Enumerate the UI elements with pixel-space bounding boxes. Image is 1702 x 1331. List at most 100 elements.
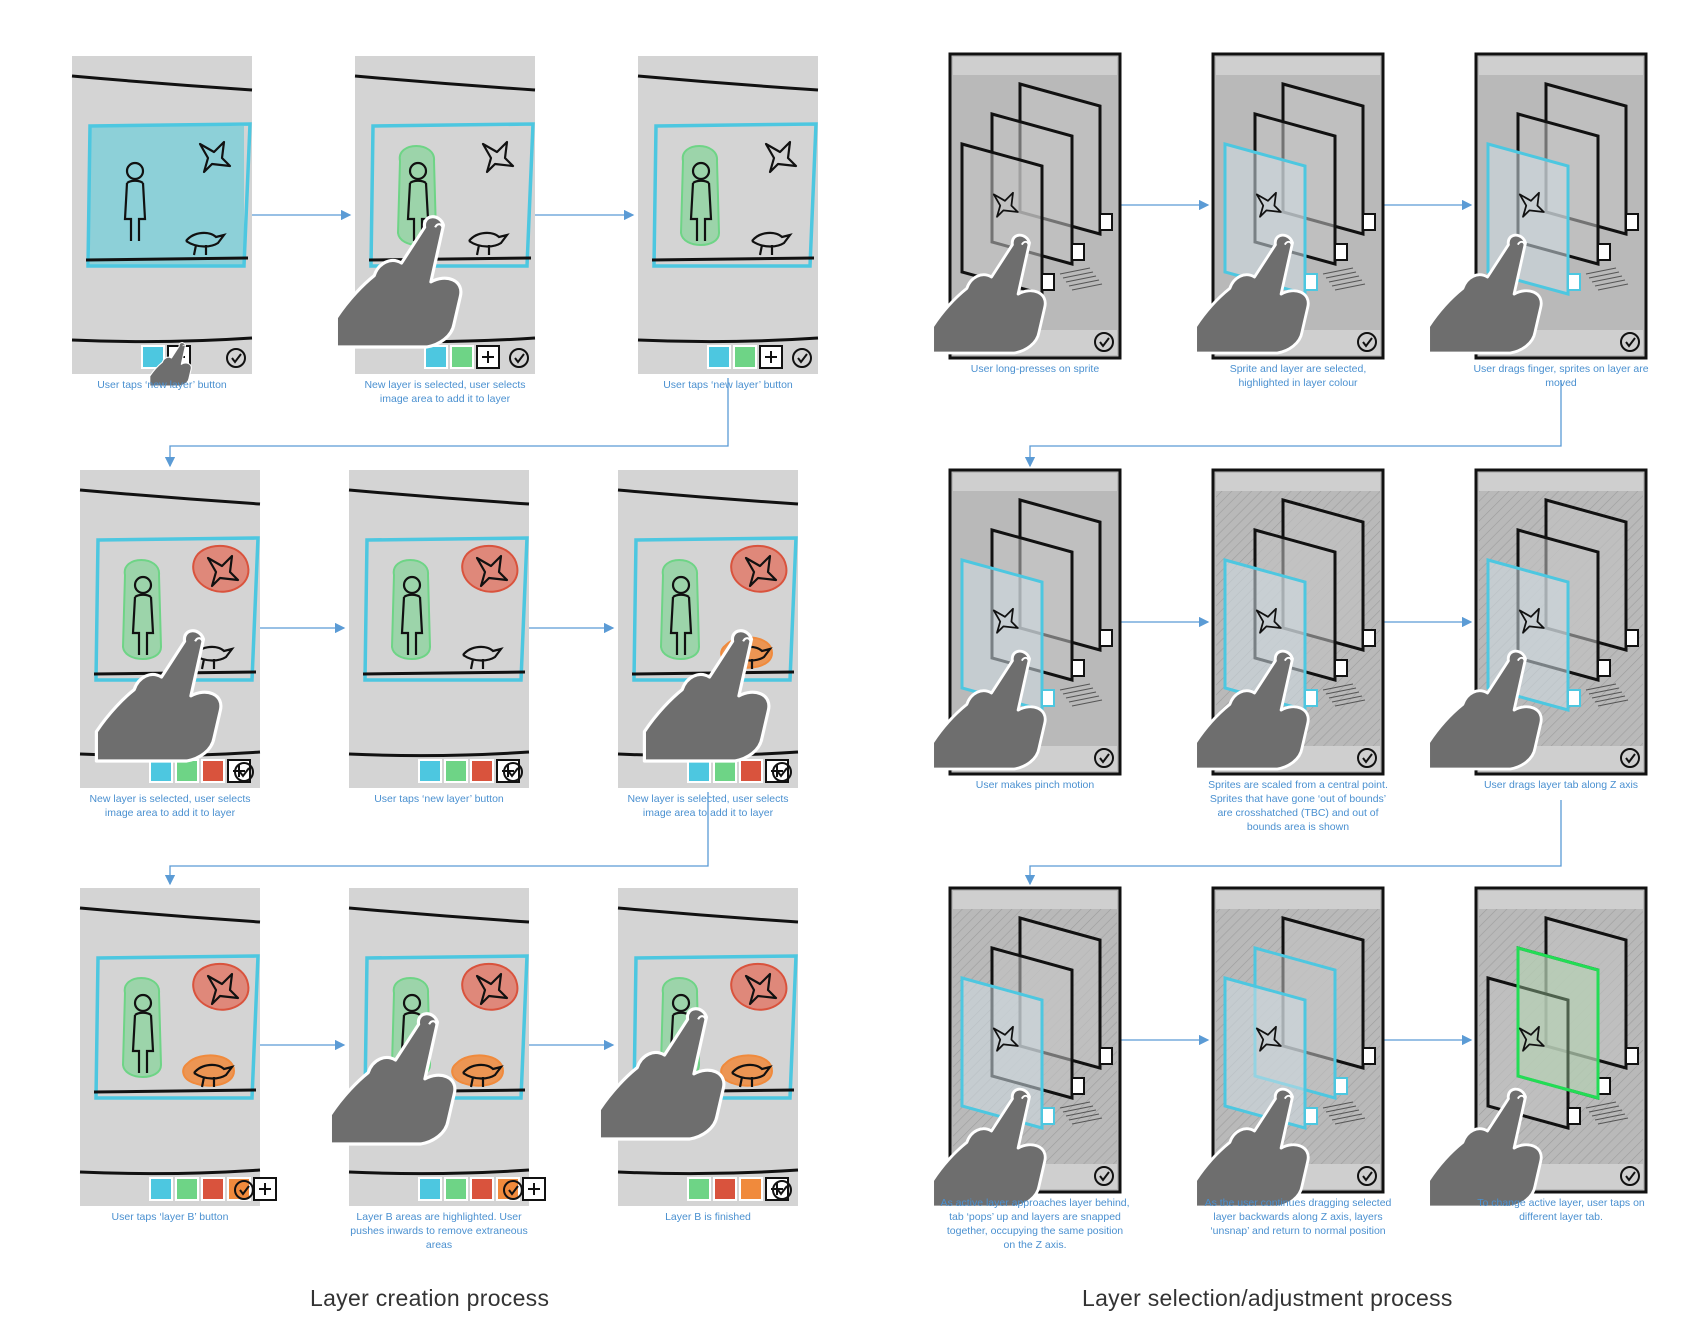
creation-caption-5: User taps ‘new layer’ button — [374, 793, 504, 805]
creation-section-title: Layer creation process — [310, 1285, 550, 1311]
layer-tabs — [149, 1177, 277, 1201]
bird-sprite — [1518, 191, 1545, 218]
layer-tab-handle — [1041, 273, 1055, 291]
bird-sprite — [192, 545, 250, 593]
bird-sprite — [1255, 191, 1282, 218]
layer-tab-handle — [1041, 1107, 1055, 1125]
check-circle-icon — [1094, 748, 1114, 768]
creation-frame-5 — [348, 470, 530, 788]
creation-caption-9: Layer B is finished — [665, 1211, 751, 1223]
layer-tab-handle — [1362, 213, 1376, 231]
image-frame — [94, 536, 260, 682]
bird-sprite — [992, 1025, 1019, 1052]
layer-tab-handle — [1597, 1077, 1611, 1095]
layer-tab — [424, 345, 448, 369]
duck-sprite — [751, 231, 793, 256]
phone-screen — [349, 888, 529, 1206]
flow-arrow — [1024, 800, 1562, 886]
layer-tab — [418, 759, 442, 783]
layer-plane — [1486, 976, 1570, 1130]
image-frame — [363, 536, 529, 682]
duck-sprite — [185, 231, 227, 256]
layer-tab — [444, 759, 468, 783]
person-sprite — [121, 559, 163, 660]
selection-section-title: Layer selection/adjustment process — [1082, 1285, 1453, 1311]
check-circle-icon — [1357, 1166, 1377, 1186]
check-circle-icon — [1620, 748, 1640, 768]
pointing-hand-icon — [1194, 233, 1310, 355]
selection-caption-7: As active layer approaches layer behind,… — [940, 1197, 1130, 1251]
duck-sprite — [720, 1054, 774, 1088]
pointing-hand-icon — [931, 649, 1047, 771]
layer-tab-handle — [1362, 629, 1376, 647]
pointing-hand-icon — [597, 1007, 726, 1141]
layer-tab — [418, 1177, 442, 1201]
layer-tab — [201, 1177, 225, 1201]
layer-tab — [149, 759, 173, 783]
check-circle-icon — [792, 348, 812, 368]
bird-sprite — [730, 963, 788, 1011]
layer-tab-handle — [1597, 659, 1611, 677]
selection-frame-9 — [1427, 886, 1648, 1209]
layer-tab-handle — [1625, 629, 1639, 647]
bird-sprite — [1518, 1025, 1545, 1052]
selection-caption-8: As the user continues dragging selected … — [1204, 1197, 1392, 1237]
pointing-hand-icon — [1194, 649, 1310, 771]
creation-frame-6 — [617, 470, 799, 788]
layer-tabs — [149, 759, 251, 783]
bird-sprite — [192, 963, 250, 1011]
pointing-hand-icon — [931, 1087, 1047, 1209]
creation-frame-8 — [328, 888, 546, 1206]
flow-arrow — [164, 378, 729, 468]
flow-arrow — [164, 792, 709, 886]
creation-frames — [71, 56, 819, 1206]
layer-tab-handle — [1362, 1047, 1376, 1065]
layer-tab-handle — [1304, 273, 1318, 291]
image-frame — [94, 954, 260, 1100]
phone-screen — [618, 888, 798, 1206]
layer-tab — [733, 345, 757, 369]
pointing-hand-icon — [931, 233, 1047, 355]
check-circle-icon — [1357, 748, 1377, 768]
plus-tab-icon — [759, 345, 783, 369]
pointing-hand-icon — [149, 342, 192, 387]
creation-caption-4: New layer is selected, user selects imag… — [89, 793, 251, 819]
layer-tab-handle — [1099, 629, 1113, 647]
pointing-hand-icon — [1427, 233, 1543, 355]
layer-tab-handle — [1041, 689, 1055, 707]
creation-caption-7: User taps ‘layer B’ button — [111, 1211, 229, 1223]
plus-tab-icon — [253, 1177, 277, 1201]
duck-sprite — [462, 645, 504, 670]
bird-sprite — [1518, 607, 1545, 634]
layer-tabs — [707, 345, 783, 369]
layer-tab-handle — [1334, 1077, 1348, 1095]
image-frame — [632, 954, 798, 1100]
creation-frame-7 — [79, 888, 277, 1206]
selection-caption-2: Sprite and layer are selected, highlight… — [1229, 363, 1367, 389]
selection-caption-9: To change active layer, user taps on dif… — [1477, 1197, 1645, 1223]
selection-frame-3 — [1427, 52, 1648, 360]
duck-sprite — [451, 1054, 505, 1088]
bird-sprite — [764, 140, 798, 174]
pointing-hand-icon — [94, 629, 223, 763]
bird-sprite — [198, 140, 232, 174]
bird-sprite — [461, 963, 519, 1011]
bird-sprite — [730, 545, 788, 593]
selection-frame-6 — [1427, 468, 1648, 776]
layer-tab-handle — [1071, 1077, 1085, 1095]
layer-tab — [739, 1177, 763, 1201]
creation-caption-8: Layer B areas are highlighted. User push… — [350, 1211, 528, 1251]
person-sprite — [121, 977, 163, 1078]
layer-tab — [227, 1177, 251, 1201]
layer-tab-handle — [1567, 689, 1581, 707]
layer-tab — [707, 345, 731, 369]
plus-tab-icon — [227, 759, 251, 783]
creation-frame-9 — [597, 888, 799, 1206]
selection-caption-3: User drags finger, sprites on layer are … — [1473, 363, 1649, 389]
layer-tab — [175, 759, 199, 783]
selection-frame-8 — [1194, 886, 1385, 1209]
selection-frame-7 — [931, 886, 1122, 1209]
bird-sprite — [481, 140, 515, 174]
layer-tab — [149, 1177, 173, 1201]
